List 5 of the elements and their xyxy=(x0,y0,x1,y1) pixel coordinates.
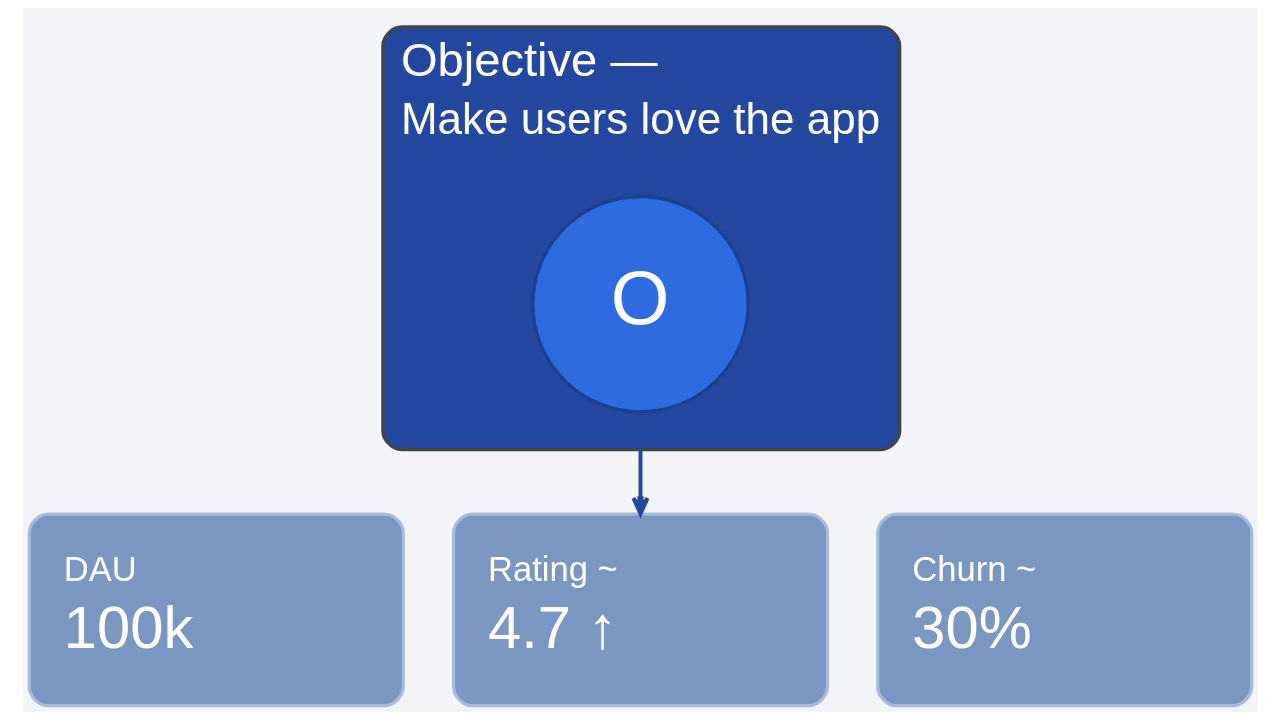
node-box: Churn ~ 30% xyxy=(875,512,1253,708)
node-circle: O xyxy=(530,195,750,414)
node-box: DAU 100k xyxy=(27,512,405,708)
arrow xyxy=(630,449,650,516)
node-box: Rating ~ 4.7 ↑ xyxy=(451,512,829,708)
